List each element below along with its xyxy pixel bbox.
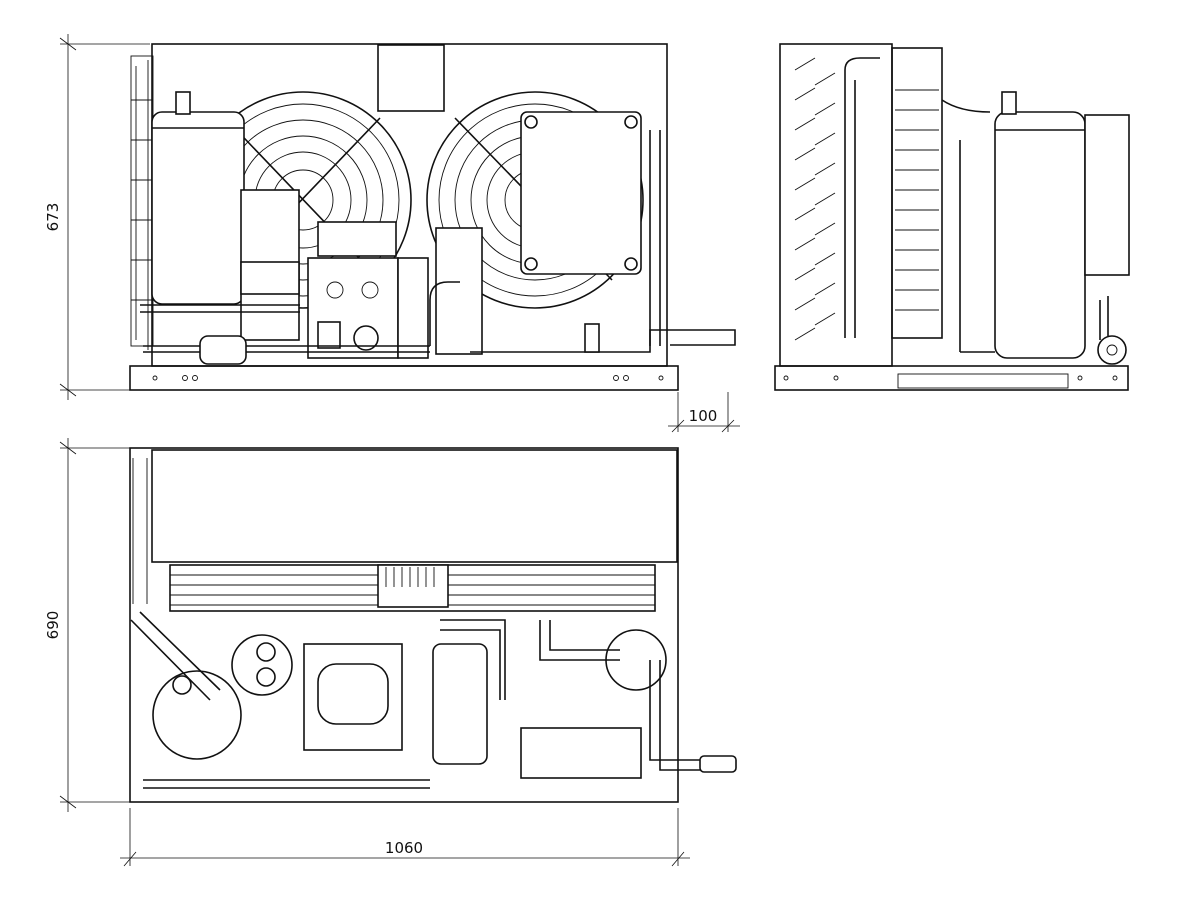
front-electrical-box bbox=[520, 111, 642, 275]
side-view bbox=[774, 43, 1130, 391]
top-view bbox=[129, 447, 737, 803]
front-condenser-coil bbox=[130, 55, 154, 350]
side-condenser-panel bbox=[779, 43, 893, 367]
front-base-rail bbox=[129, 365, 679, 391]
dimension-height-front: 673 bbox=[44, 203, 62, 232]
side-base-holes bbox=[783, 375, 1118, 381]
top-accumulator bbox=[231, 634, 293, 696]
side-wheel bbox=[1097, 296, 1127, 365]
top-fan-grilles bbox=[169, 564, 656, 612]
top-piping bbox=[130, 611, 737, 789]
top-coil-edge bbox=[132, 458, 148, 604]
front-compressor bbox=[240, 189, 483, 359]
front-label-plate bbox=[377, 44, 445, 112]
side-fan-guard bbox=[891, 47, 943, 339]
top-base-plate bbox=[129, 447, 679, 803]
front-receiver-tank bbox=[151, 91, 245, 305]
side-compressor bbox=[941, 91, 1130, 359]
top-electrical-box bbox=[520, 727, 642, 779]
top-receiver bbox=[152, 670, 242, 760]
front-piping bbox=[140, 130, 736, 365]
top-compressor bbox=[303, 643, 488, 765]
dimension-overhang-right: 100 bbox=[689, 407, 718, 425]
side-base-rail bbox=[774, 365, 1129, 391]
dimension-width-bottom: 1060 bbox=[385, 839, 423, 857]
dimension-depth-top: 690 bbox=[44, 611, 62, 640]
side-base-slot bbox=[897, 373, 1069, 389]
front-base-holes bbox=[152, 375, 664, 381]
top-condenser-block bbox=[151, 449, 678, 563]
front-view bbox=[129, 43, 736, 391]
dimension-lines bbox=[59, 34, 740, 867]
